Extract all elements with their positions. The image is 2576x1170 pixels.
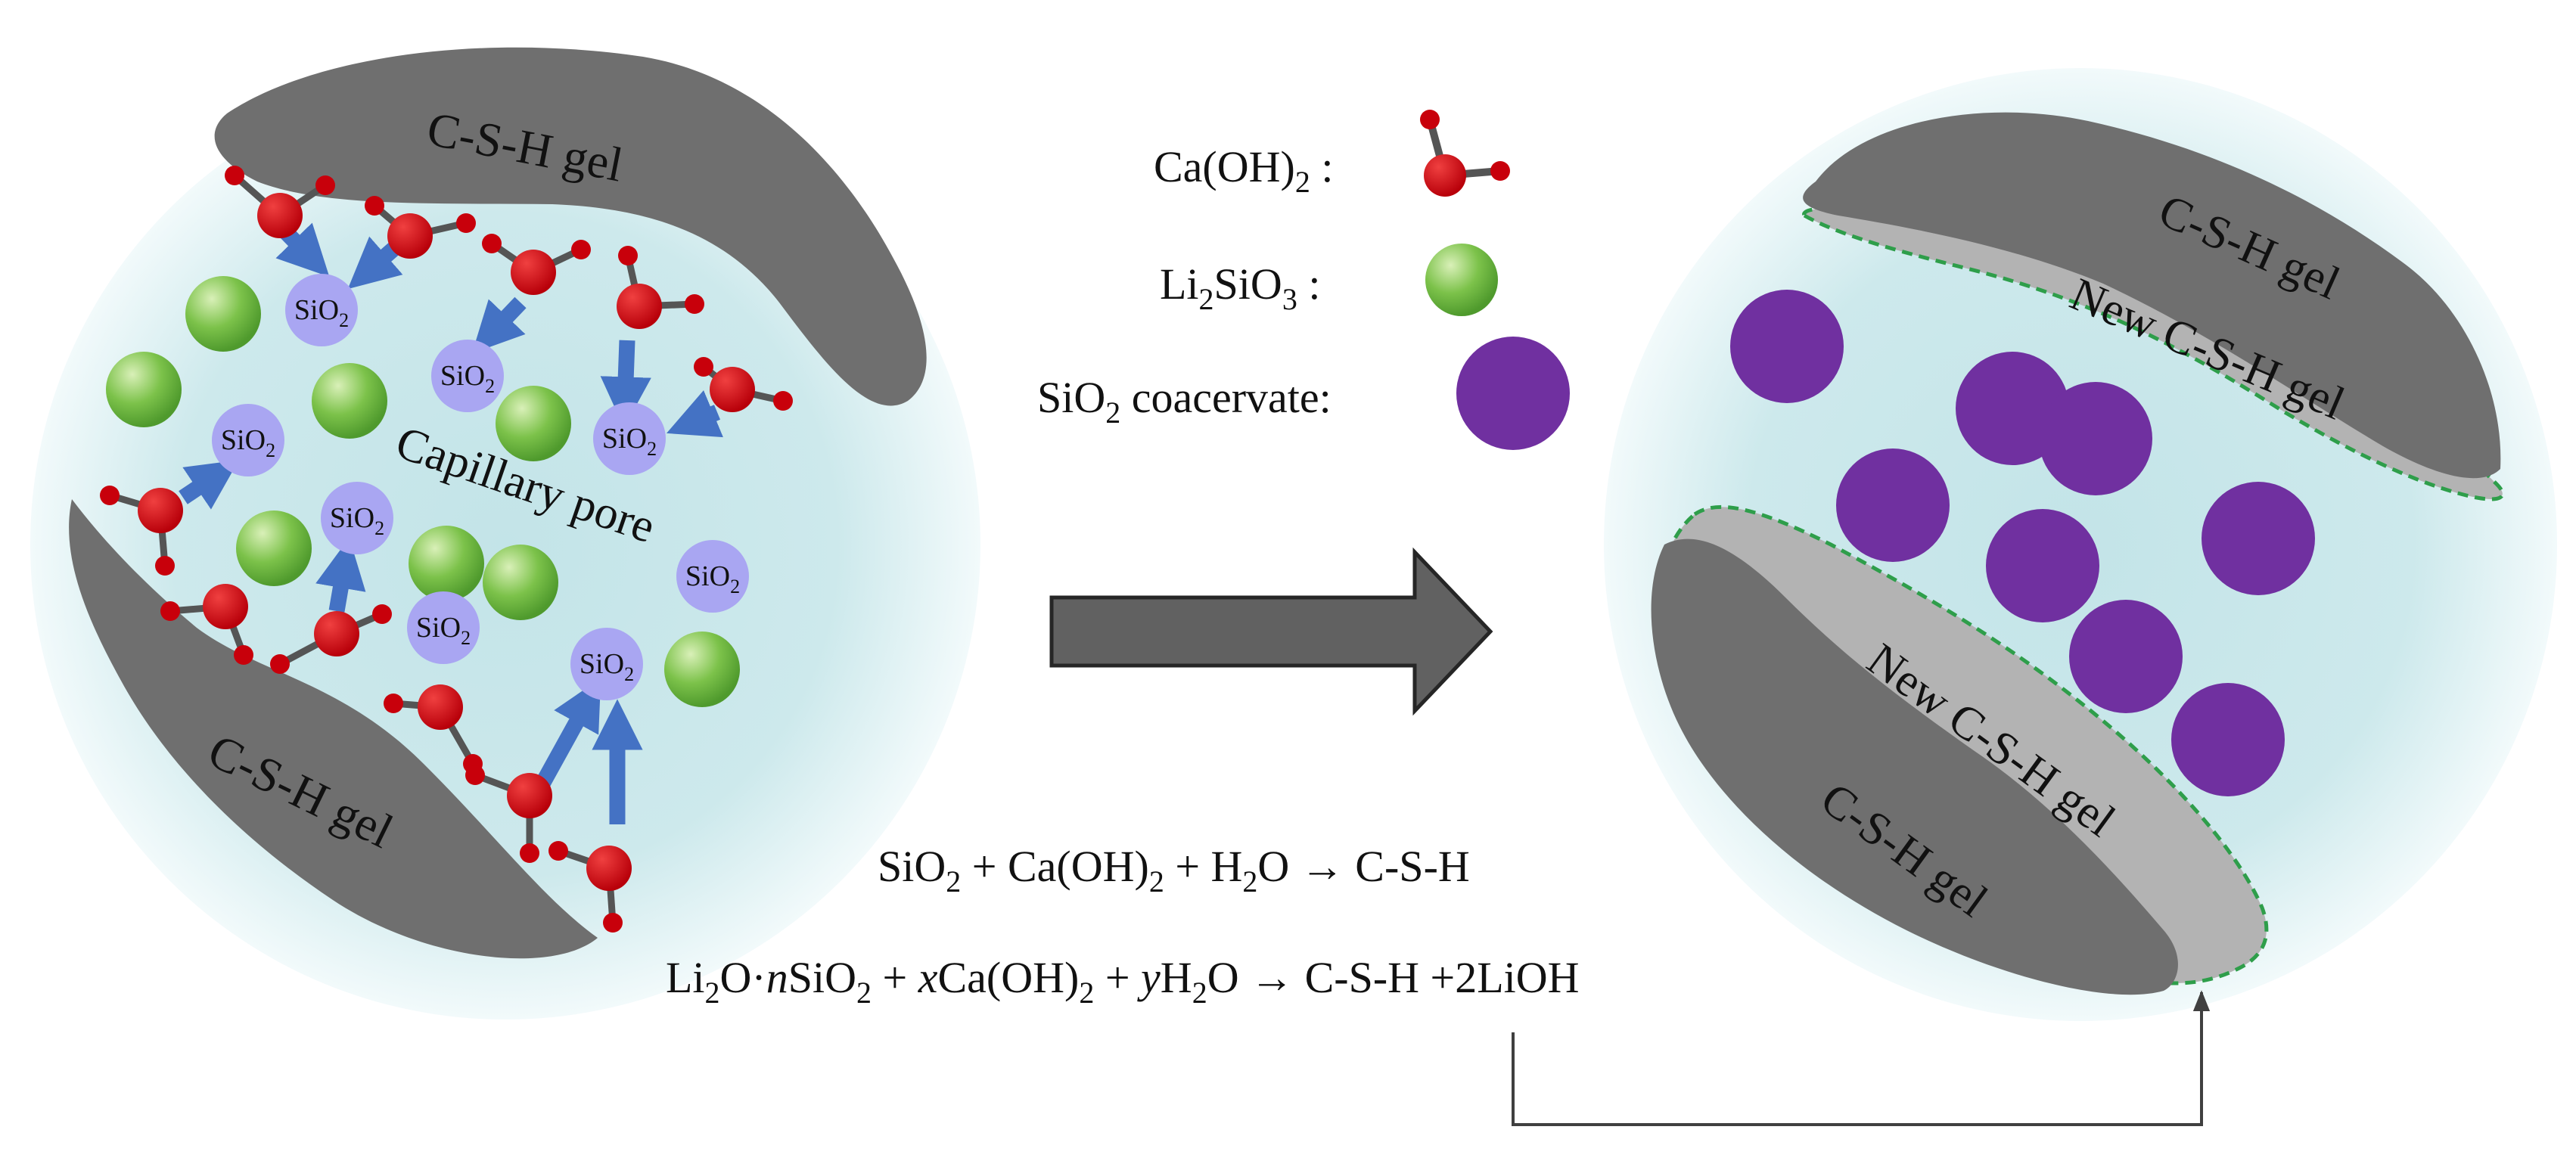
feedback-connector-arrow [1512,990,2211,1126]
right-csh-gel-bottom-shape [1651,538,2178,995]
sio2-particle: SiO2 [407,591,480,664]
equation-1: SiO2 + Ca(OH)2 + H2O → C-S-H [878,842,1470,898]
caoh2-molecule [225,166,335,238]
sio2-coacervate-legend-icon [1456,337,1570,450]
caoh2-molecule [270,604,392,674]
li2sio3-particle [483,545,558,620]
sio2-coacervates [1730,290,2315,796]
sio2-coacervate [2202,482,2315,595]
li2sio3-particle [312,363,387,439]
sio2-particle: SiO2 [212,404,284,476]
caoh2-molecule [465,765,552,863]
reaction-arrow [347,236,403,290]
sio2-coacervate [2039,382,2152,495]
sio2-coacervate [2069,600,2183,713]
sio2-particle: SiO2 [676,540,749,613]
caoh2-molecule [548,841,632,933]
process-arrow [1049,547,1493,716]
sio2-particle: SiO2 [570,628,643,700]
sio2-particle-label: SiO2 [685,560,740,597]
caoh2-molecule [100,486,183,576]
legend: Ca(OH)2 : Li2SiO3 : SiO2 coacervate: [1037,110,1570,450]
sio2-particle-label: SiO2 [416,612,471,649]
li2sio3-particle [664,632,740,707]
right-csh-gel-top-shape [1803,112,2501,479]
left-csh-gel-bottom-shape [69,499,598,959]
li2sio3-particle [106,352,182,427]
caoh2-legend-icon [1420,110,1510,197]
li2sio3-particle [236,511,312,586]
li2sio3-particles [106,276,740,707]
li2sio3-particle [496,386,571,461]
sio2-coacervate [1730,290,1844,403]
sio2-particle: SiO2 [321,482,393,554]
reaction-arrow [179,460,239,510]
sio2-coacervate [1836,448,1950,562]
sio2-particle-label: SiO2 [294,294,349,331]
caoh2-molecule [482,234,591,295]
li2sio3-particle [185,276,261,352]
sio2-coacervate [1986,509,2099,622]
caoh2-molecule [617,246,704,329]
left-csh-gel-top-shape [214,47,927,406]
right-pore-panel: C-S-H gel New C-S-H gel New C-S-H gel C-… [1604,68,2557,1021]
legend-caoh2-label: Ca(OH)2 : [1154,142,1333,199]
reaction-arrow [666,390,723,438]
caoh2-molecule [694,357,793,412]
sio2-particle: SiO2 [431,340,504,412]
sio2-coacervate [2171,683,2285,796]
li2sio3-particle [409,526,484,601]
sio2-particle-label: SiO2 [221,424,275,461]
caoh2-molecules [100,166,793,933]
sio2-particle-label: SiO2 [580,648,634,685]
caoh2-molecule [160,584,253,665]
caoh2-molecule [365,196,476,259]
sio2-particle-label: SiO2 [330,502,384,539]
reaction-arrow [471,296,527,354]
li2sio3-legend-icon [1425,244,1498,316]
legend-li2sio3-label: Li2SiO3 : [1160,259,1320,316]
reaction-arrow [600,340,651,428]
reaction-arrow [533,678,601,791]
sio2-particle: SiO2 [593,402,666,475]
sio2-particle-label: SiO2 [440,360,495,397]
equation-2: Li2O·nSiO2 + xCa(OH)2 + yH2O → C-S-H +2L… [666,953,1580,1010]
sio2-particle: SiO2 [285,274,358,346]
sio2-particle-label: SiO2 [602,423,657,460]
reaction-arrows [179,222,723,824]
reaction-arrow [315,537,366,613]
legend-sio2-coacervate-label: SiO2 coacervate: [1037,373,1332,430]
